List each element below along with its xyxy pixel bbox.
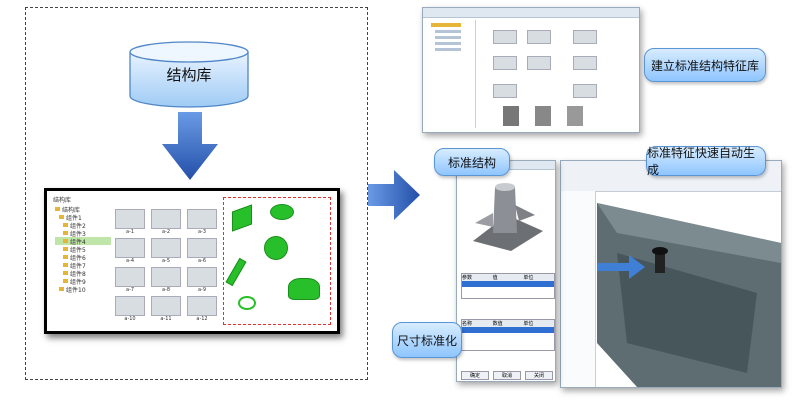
cad-window: [560, 160, 782, 388]
cad-3d-model: [597, 203, 781, 387]
tree-item[interactable]: 组件6: [70, 254, 86, 262]
thumb-item[interactable]: a-8: [151, 267, 181, 293]
cad-model-tree: [561, 191, 596, 387]
thumb-item[interactable]: a-7: [115, 267, 145, 293]
thumb-item[interactable]: a-3: [187, 209, 217, 235]
callout-size-standardization: 尺寸标准化: [392, 322, 462, 358]
feature-thumb[interactable]: [527, 30, 551, 44]
tree-item[interactable]: 组件7: [70, 262, 86, 270]
green-features-box: [223, 197, 331, 325]
feature-thumb[interactable]: [503, 106, 519, 126]
standard-structure-dialog: 参数 值 单位 名称 数值 单位 确定 取消 关闭: [456, 160, 556, 382]
feature-thumb[interactable]: [573, 30, 597, 44]
window-titlebar: [423, 8, 639, 18]
preview-3d-icon: [473, 183, 543, 251]
thumb-item[interactable]: a-6: [187, 238, 217, 264]
green-boss-shape: [288, 278, 320, 300]
left-dashed-frame: [25, 7, 368, 380]
green-knob-shape: [270, 204, 294, 220]
tree-item-selected[interactable]: 组件4: [70, 238, 86, 246]
tree-item[interactable]: 组件5: [70, 246, 86, 254]
tree-item[interactable]: 组件8: [70, 270, 86, 278]
feature-thumb[interactable]: [573, 84, 597, 98]
thumb-item[interactable]: a-5: [151, 238, 181, 264]
green-bar-shape: [225, 257, 247, 287]
thumb-item[interactable]: a-9: [187, 267, 217, 293]
green-disc-shape: [264, 236, 288, 260]
tree-item[interactable]: 组件1: [66, 214, 82, 222]
thumb-item[interactable]: a-1: [115, 209, 145, 235]
thumb-item[interactable]: a-11: [151, 296, 181, 322]
callout-standard-structure: 标准结构: [434, 148, 510, 176]
close-button[interactable]: 关闭: [525, 371, 553, 380]
feature-thumb[interactable]: [493, 56, 517, 70]
green-ring-shape: [238, 296, 256, 310]
param-table: 参数 值 单位: [461, 273, 555, 299]
thumb-item[interactable]: a-2: [151, 209, 181, 235]
tree-item[interactable]: 组件2: [70, 222, 86, 230]
thumbnail-grid: a-1 a-2 a-3 a-4 a-5 a-6 a-7 a-8 a-9 a-10…: [115, 209, 219, 322]
feature-thumb[interactable]: [573, 56, 597, 70]
database-cylinder: [129, 41, 249, 108]
dialog-buttons: 确定 取消 关闭: [461, 371, 553, 380]
size-table: 名称 数值 单位: [461, 319, 555, 351]
down-arrow-icon: [162, 112, 218, 180]
thumb-item[interactable]: a-10: [115, 296, 145, 322]
callout-build-library: 建立标准结构特征库: [644, 48, 766, 82]
feature-tree: [427, 20, 476, 128]
cancel-button[interactable]: 取消: [493, 371, 521, 380]
right-arrow-icon: [368, 170, 420, 220]
callout-auto-generate: 标准特征快速自动生成: [646, 146, 766, 177]
feature-library-window: [422, 7, 640, 133]
database-label: 结构库: [166, 66, 212, 84]
tree-item[interactable]: 组件3: [70, 230, 86, 238]
tree-item[interactable]: 结构库: [62, 206, 81, 214]
feature-thumb[interactable]: [493, 30, 517, 44]
feature-thumb[interactable]: [567, 106, 583, 126]
feature-thumb[interactable]: [493, 84, 517, 98]
feature-thumb[interactable]: [527, 56, 551, 70]
library-panel-title: 结构库: [53, 197, 72, 204]
green-cube-shape: [232, 204, 252, 232]
tree-item[interactable]: 组件9: [70, 278, 86, 286]
thumb-item[interactable]: a-4: [115, 238, 145, 264]
library-tree: 结构库 组件1 组件2 组件3 组件4 组件5 组件6 组件7 组件8 组件9 …: [55, 205, 111, 294]
tree-item[interactable]: 组件10: [66, 286, 86, 294]
structure-library-panel: 结构库 结构库 组件1 组件2 组件3 组件4 组件5 组件6 组件7 组件8 …: [44, 188, 340, 334]
pointer-arrow-icon: [597, 255, 645, 279]
feature-thumb[interactable]: [535, 106, 551, 126]
thumb-item[interactable]: a-12: [187, 296, 217, 322]
ok-button[interactable]: 确定: [461, 371, 489, 380]
